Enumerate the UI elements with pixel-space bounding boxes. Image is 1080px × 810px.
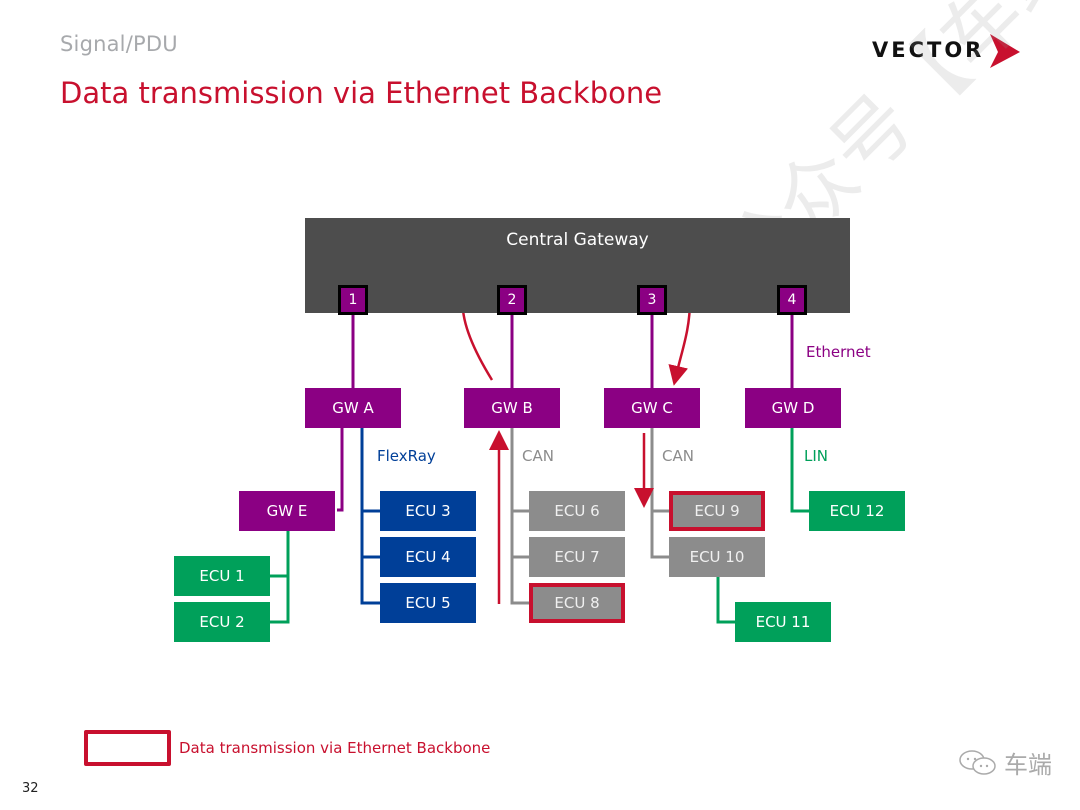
- bus-label-can-b: CAN: [522, 447, 554, 465]
- central-gateway: Central Gateway 1 2 3 4: [305, 218, 850, 315]
- can-bus-b: [510, 428, 530, 605]
- ecu-9-highlighted: ECU 9: [669, 491, 765, 531]
- legend-swatch: [84, 730, 171, 766]
- ecu-10: ECU 10: [669, 537, 765, 577]
- ethernet-links: [337, 313, 794, 512]
- logo-arrow-icon: [990, 34, 1020, 68]
- ecu-12: ECU 12: [809, 491, 905, 531]
- ecu-7: ECU 7: [529, 537, 625, 577]
- vector-logo: VECTOR: [872, 34, 1022, 70]
- logo-text: VECTOR: [872, 38, 985, 62]
- flexray-bus: [360, 428, 380, 605]
- legend-text: Data transmission via Ethernet Backbone: [179, 739, 491, 757]
- chat-bubbles-icon: [959, 749, 996, 775]
- bus-label-can-c: CAN: [662, 447, 694, 465]
- can-bus-c: [650, 428, 670, 559]
- ecu-1: ECU 1: [174, 556, 270, 596]
- ecu-3: ECU 3: [380, 491, 476, 531]
- gateway-gw-a: GW A: [305, 388, 401, 428]
- ecu-8-highlighted: ECU 8: [529, 583, 625, 623]
- ecu-2: ECU 2: [174, 602, 270, 642]
- gateway-gw-c: GW C: [604, 388, 700, 428]
- port-2: 2: [497, 285, 527, 315]
- bus-label-lin: LIN: [804, 447, 829, 465]
- port-3: 3: [637, 285, 667, 315]
- page-number: 32: [22, 781, 39, 796]
- watermark-text: 车端: [1004, 751, 1052, 779]
- lin-buses: [270, 428, 810, 624]
- watermark: 车端: [958, 745, 1052, 780]
- gateway-gw-b: GW B: [464, 388, 560, 428]
- bus-label-flexray: FlexRay: [377, 447, 436, 465]
- ecu-11: ECU 11: [735, 602, 831, 642]
- port-4: 4: [777, 285, 807, 315]
- section-label: Signal/PDU: [60, 32, 178, 56]
- port-1: 1: [338, 285, 368, 315]
- bus-label-ethernet: Ethernet: [806, 343, 871, 361]
- page-title: Data transmission via Ethernet Backbone: [60, 76, 663, 110]
- ecu-4: ECU 4: [380, 537, 476, 577]
- ecu-5: ECU 5: [380, 583, 476, 623]
- link-gwa-gwe: [337, 428, 344, 512]
- central-gateway-label: Central Gateway: [506, 230, 649, 250]
- gateway-gw-e: GW E: [239, 491, 335, 531]
- ecu-6: ECU 6: [529, 491, 625, 531]
- gateway-gw-d: GW D: [745, 388, 841, 428]
